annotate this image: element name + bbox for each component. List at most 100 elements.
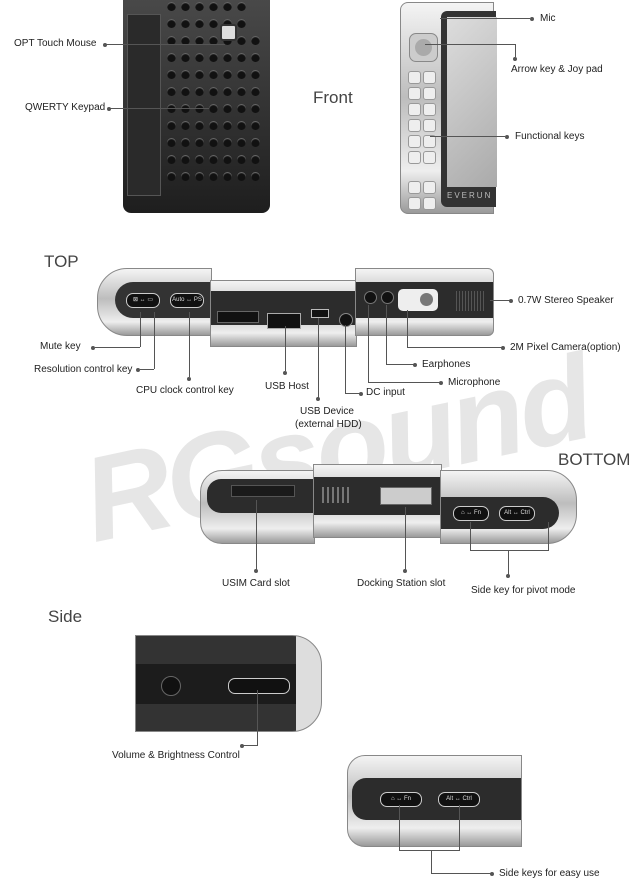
opt-touch-mouse (220, 24, 237, 41)
bottom-middle-segment (313, 464, 442, 538)
top-right-segment (355, 268, 494, 336)
keypad-key (167, 70, 176, 79)
keypad-key (209, 19, 218, 28)
function-key (408, 71, 421, 84)
dc-input-port (339, 313, 353, 327)
usb-device-port (311, 309, 329, 318)
keypad-key (181, 138, 190, 147)
keypad-key (181, 19, 190, 28)
keypad-key (223, 2, 232, 11)
pivot-key-alt[interactable]: Alt ↔ Ctrl (499, 506, 535, 521)
function-key (408, 87, 421, 100)
function-key (423, 103, 436, 116)
keypad-key (181, 53, 190, 62)
keypad-key (209, 70, 218, 79)
function-key (423, 135, 436, 148)
keypad-key (209, 87, 218, 96)
keypad-key (167, 138, 176, 147)
side-key-fn[interactable]: ⌂ ↔ Fn (380, 792, 422, 807)
label-easy-keys: Side keys for easy use (499, 868, 600, 879)
label-usb-device-sub: (external HDD) (295, 419, 362, 430)
keypad-key (181, 70, 190, 79)
keypad-key (195, 138, 204, 147)
keypad-key (223, 121, 232, 130)
keypad-key (181, 36, 190, 45)
label-microphone: Microphone (448, 377, 501, 388)
keypad-key (237, 138, 246, 147)
pivot-key-fn[interactable]: ⌂ ↔ Fn (453, 506, 489, 521)
label-camera: 2M Pixel Camera(option) (510, 342, 621, 353)
keypad-key (223, 104, 232, 113)
label-mic: Mic (540, 13, 556, 24)
front-screen-device: EVERUN (400, 2, 497, 214)
docking-station-slot (380, 487, 432, 505)
keypad-key (223, 87, 232, 96)
keypad-key (209, 138, 218, 147)
function-key (408, 197, 421, 210)
keypad-key (223, 155, 232, 164)
earphone-jack (381, 291, 394, 304)
slot (217, 311, 259, 323)
side-round-button (161, 676, 181, 696)
front-keypad-device (123, 0, 270, 213)
usb-host-port (267, 313, 301, 329)
keypad-key (181, 121, 190, 130)
keypad-key (251, 155, 260, 164)
keypad-key (237, 172, 246, 181)
camera (398, 289, 438, 311)
keypad-key (181, 155, 190, 164)
function-key (423, 87, 436, 100)
cpu-clock-key[interactable]: Auto ↔ PS (170, 293, 204, 308)
keypad-key (181, 87, 190, 96)
keypad-key (181, 172, 190, 181)
label-qwerty-keypad: QWERTY Keypad (25, 102, 106, 113)
keypad-key (223, 19, 232, 28)
keypad-key (167, 87, 176, 96)
keypad-key (237, 155, 246, 164)
label-dc-input: DC input (366, 387, 405, 398)
function-key (423, 119, 436, 132)
keypad-key (209, 104, 218, 113)
keypad-key (209, 2, 218, 11)
function-key (408, 103, 421, 116)
function-key (408, 135, 421, 148)
mute-resolution-key[interactable]: ⊠ ↔ ▭ (126, 293, 160, 308)
label-cpu-clock-key: CPU clock control key (136, 385, 234, 396)
keypad-key (195, 2, 204, 11)
keypad-key (223, 172, 232, 181)
keypad-key (195, 155, 204, 164)
keypad-key (223, 70, 232, 79)
keypad-key (195, 70, 204, 79)
keypad-key (223, 53, 232, 62)
keypad-key (167, 53, 176, 62)
label-earphones: Earphones (422, 359, 471, 370)
function-key (423, 71, 436, 84)
keypad-key (251, 70, 260, 79)
label-mute-key: Mute key (40, 341, 81, 352)
function-key (408, 119, 421, 132)
keypad-key (167, 121, 176, 130)
keypad-key (237, 121, 246, 130)
side-device (135, 635, 322, 732)
bottom-left-segment (200, 470, 315, 544)
keypad-key (195, 19, 204, 28)
keypad-key (167, 2, 176, 11)
keypad-key (167, 172, 176, 181)
keypad-key (251, 121, 260, 130)
keypad-key (237, 70, 246, 79)
keypad-key (237, 2, 246, 11)
label-docking: Docking Station slot (357, 578, 446, 589)
joy-pad (409, 33, 438, 62)
top-middle-segment (210, 280, 357, 347)
keypad-key (209, 172, 218, 181)
speaker-grille (456, 291, 486, 311)
label-usb-device: USB Device (300, 406, 354, 417)
label-pivot: Side key for pivot mode (471, 585, 576, 596)
volume-brightness-control[interactable] (228, 678, 290, 694)
keypad-key (223, 138, 232, 147)
section-bottom: BOTTOM (558, 450, 631, 469)
keypad-key (167, 19, 176, 28)
section-top: TOP (44, 252, 79, 271)
label-functional-keys: Functional keys (515, 131, 585, 142)
microphone-jack (364, 291, 377, 304)
